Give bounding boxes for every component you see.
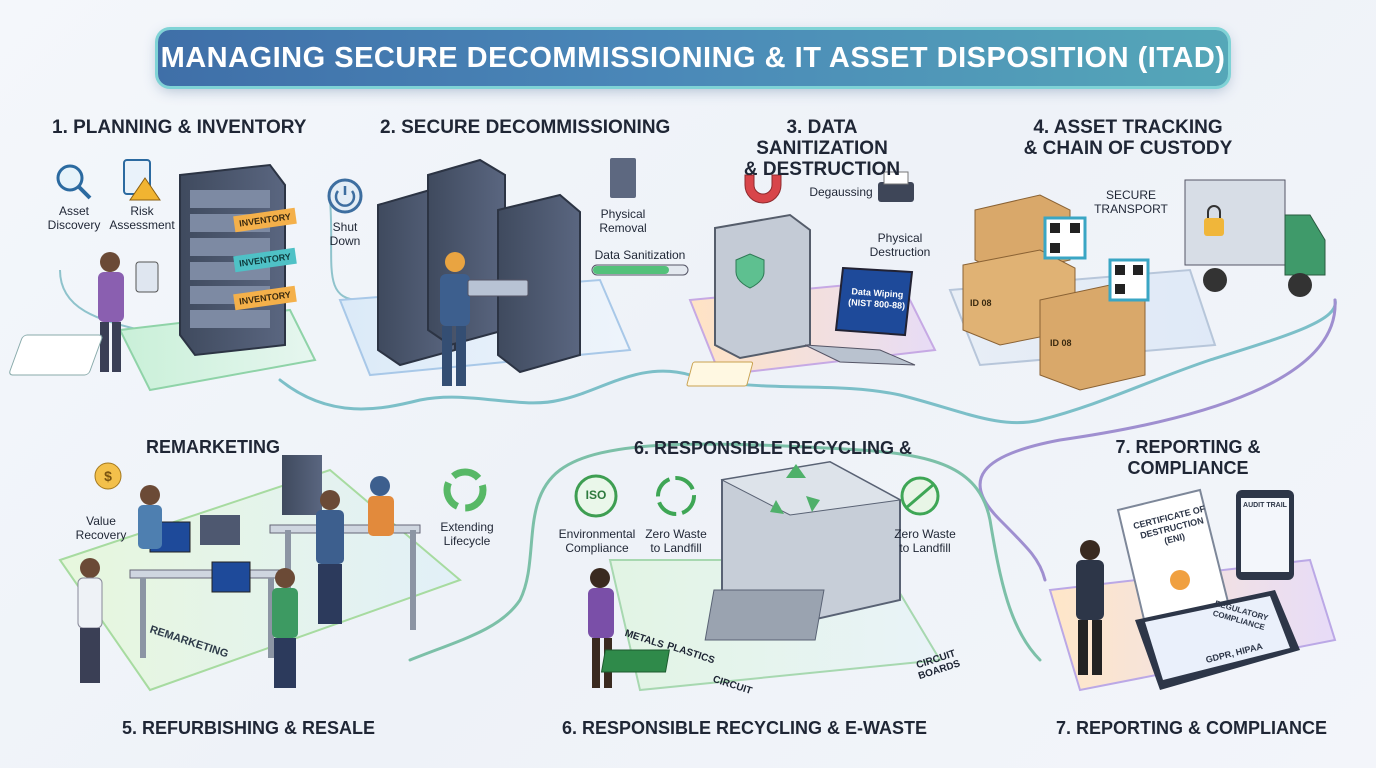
reporting-header: 7. REPORTING & COMPLIANCE — [1108, 437, 1268, 479]
certificate-card — [686, 361, 754, 387]
value-recovery-label: Value Recovery — [75, 514, 127, 542]
progress-bar-fill — [593, 266, 669, 274]
step4-title: 4. ASSET TRACKING & CHAIN OF CUSTODY — [1018, 117, 1238, 159]
secure-transport-label: SECURE TRANSPORT — [1094, 188, 1168, 216]
flow-path-3 — [408, 442, 1042, 662]
step2-title: 2. SECURE DECOMMISSIONING — [380, 117, 671, 138]
magnet-icon — [744, 174, 782, 204]
step3-title-line1: 3. DATA SANITIZATION — [756, 117, 888, 159]
shut-down-label: Shut Down — [329, 220, 361, 248]
circuit-board — [600, 649, 670, 673]
compliance-tablet — [1135, 590, 1300, 690]
asset-discovery-label: Asset Discovery — [47, 204, 101, 232]
reporting-header-line2: COMPLIANCE — [1127, 458, 1249, 478]
box-id-label: ID 08 — [1050, 338, 1072, 348]
qr-code-icon — [1043, 216, 1150, 302]
degaussing-label: Degaussing — [809, 185, 873, 199]
worker-planning — [98, 252, 159, 372]
risk-assessment-label: Risk Assessment — [109, 204, 175, 232]
physical-destruction-label: Physical Destruction — [869, 231, 931, 259]
server-tower — [714, 213, 811, 360]
step1-title: 1. PLANNING & INVENTORY — [52, 117, 307, 138]
laptop-wiping — [804, 266, 916, 366]
shipping-boxes — [962, 194, 1146, 391]
box-id-label: ID 08 — [970, 298, 992, 308]
recycling-machine — [704, 460, 902, 641]
decommission-racks — [377, 158, 581, 374]
title-banner: MANAGING SECURE DECOMMISSIONING & IT ASS… — [158, 30, 1228, 86]
recycle-icon — [770, 464, 820, 514]
workers-refurbish — [77, 476, 394, 688]
step3-title: 3. DATA SANITIZATION & DESTRUCTION — [722, 117, 922, 180]
recycle-symbol-icon — [656, 476, 696, 516]
svg-text:$: $ — [104, 468, 112, 484]
flow-path — [278, 298, 1337, 425]
environmental-compliance-label: Environmental Compliance — [558, 527, 636, 555]
flow-path-2 — [978, 298, 1337, 582]
page-title: MANAGING SECURE DECOMMISSIONING & IT ASS… — [160, 41, 1226, 74]
power-button-icon — [327, 178, 363, 214]
step6-title: 6. RESPONSIBLE RECYCLING & E-WASTE — [562, 718, 928, 738]
zero-waste-label: Zero Waste to Landfill — [645, 527, 707, 555]
step3-title-line2: & DESTRUCTION — [743, 159, 901, 180]
iso-badge-icon — [574, 474, 618, 518]
platform-5 — [58, 468, 462, 692]
audit-trail-label: AUDIT TRAIL — [1243, 502, 1287, 509]
technician-decommission — [440, 252, 529, 386]
step5-title: 5. REFURBISHING & RESALE — [122, 718, 376, 738]
audit-tablet — [1236, 490, 1294, 580]
remarketing-header: REMARKETING — [146, 437, 280, 457]
data-sanitization-label: Data Sanitization — [594, 248, 686, 262]
recycling-header: 6. RESPONSIBLE RECYCLING & — [634, 438, 913, 458]
physical-removal-label: Physical Removal — [599, 207, 647, 235]
certificate-doc — [1116, 488, 1232, 630]
lifecycle-icon — [443, 468, 487, 512]
reporting-header-line1: 7. REPORTING & — [1115, 437, 1261, 457]
zero-waste-label: Zero Waste to Landfill — [894, 527, 956, 555]
laptop-screen-text: Data Wiping (NIST 800-88) — [845, 286, 908, 312]
secure-truck — [1184, 179, 1326, 297]
clipboard-icon — [123, 159, 161, 201]
server-unit-icon — [610, 158, 636, 198]
checklist-document — [9, 334, 103, 376]
step4-title-line1: 4. ASSET TRACKING — [1033, 117, 1223, 138]
worker-reporting — [1076, 540, 1104, 675]
step7-title: 7. REPORTING & COMPLIANCE — [1056, 718, 1328, 738]
zero-waste-icon — [900, 476, 940, 516]
iso-label: ISO — [585, 488, 607, 502]
shredder-icon — [878, 171, 914, 202]
value-recovery-icon: $ — [94, 462, 122, 490]
extending-lifecycle-label: Extending Lifecycle — [440, 520, 494, 548]
magnifier-icon — [56, 164, 92, 200]
step4-title-line2: & CHAIN OF CUSTODY — [1023, 138, 1233, 159]
